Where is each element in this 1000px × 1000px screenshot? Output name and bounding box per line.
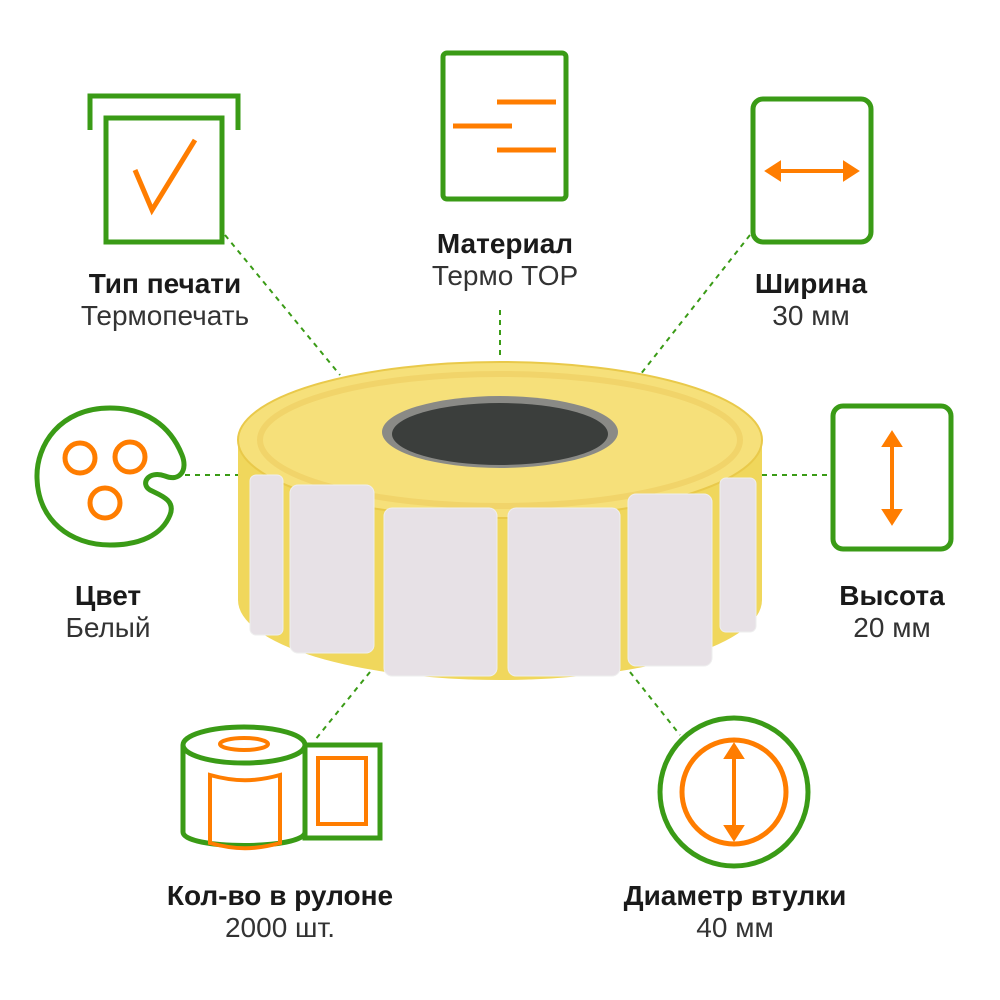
document-lines-icon <box>440 50 569 202</box>
palette-icon <box>34 405 187 548</box>
feature-width: Ширина 30 мм <box>651 268 971 332</box>
feature-value: Белый <box>65 612 151 643</box>
label-roll-image <box>237 361 763 680</box>
vertical-arrow-icon <box>830 403 954 552</box>
feature-title: Цвет <box>74 580 142 611</box>
feature-value: 20 мм <box>853 612 931 643</box>
feature-title: Кол-во в рулоне <box>166 880 394 911</box>
connector-lines <box>185 234 830 741</box>
horizontal-arrow-icon <box>750 96 874 245</box>
feature-value: Термопечать <box>80 300 250 331</box>
feature-title: Материал <box>436 228 574 259</box>
feature-title: Высота <box>839 580 945 611</box>
circle-diameter-icon <box>657 715 811 869</box>
feature-title: Ширина <box>754 268 868 299</box>
feature-value: 40 мм <box>696 912 774 943</box>
feature-title: Тип печати <box>88 268 242 299</box>
feature-print-type: Тип печати Термопечать <box>5 268 325 332</box>
printer-check-icon <box>87 93 241 245</box>
feature-value: 30 мм <box>772 300 850 331</box>
feature-core-diameter: Диаметр втулки 40 мм <box>575 880 895 944</box>
feature-material: Материал Термо TOP <box>345 228 665 292</box>
roll-label-icon <box>180 724 383 851</box>
feature-title: Диаметр втулки <box>623 880 847 911</box>
feature-quantity: Кол-во в рулоне 2000 шт. <box>120 880 440 944</box>
feature-value: Термо TOP <box>431 260 579 291</box>
feature-height: Высота 20 мм <box>732 580 1000 644</box>
feature-color: Цвет Белый <box>0 580 268 644</box>
feature-value: 2000 шт. <box>224 912 336 943</box>
